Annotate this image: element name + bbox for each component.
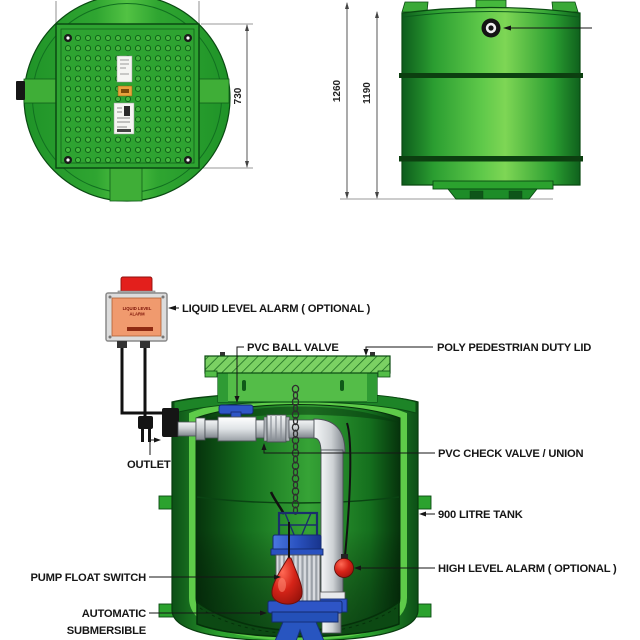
lid-tab-left (23, 78, 58, 104)
inlet-grommet-icon (481, 18, 501, 38)
floor-hatch-marks (199, 607, 397, 634)
label-pvc-ball-valve: PVC BALL VALVE (247, 342, 339, 354)
callouts: LIQUID LEVEL ALARM ( OPTIONAL ) PVC BALL… (30, 303, 617, 637)
label-liquid-level-alarm: LIQUID LEVEL ALARM ( OPTIONAL ) (182, 303, 371, 315)
tank-rib-lower (399, 156, 583, 162)
lid-sticker-yellow (117, 85, 133, 97)
corner-screws (64, 34, 192, 164)
lid-bolt-right (370, 352, 375, 357)
tank-body (401, 6, 581, 186)
liquid-level-alarm-box: LIQUID LEVEL ALARM (105, 276, 168, 442)
pump-power-cable (269, 491, 286, 515)
high-level-alarm-float (334, 554, 354, 578)
dimension-text-1190: 1190 (362, 82, 373, 104)
pipe-flange (195, 417, 206, 441)
alarm-box-brand-line1: LIQUID LEVEL (123, 306, 152, 311)
float-highlight (278, 578, 286, 592)
lid-sticker-upper (116, 55, 133, 83)
pedestrian-lid (204, 352, 391, 378)
dimension-extension-lines (55, 1, 253, 169)
dimension-text-730: 730 (233, 87, 244, 104)
lid-hinge-nub (16, 81, 25, 100)
tank-cutaway-view: LIQUID LEVEL ALARM LIQUID LEVEL ALARM ( … (30, 276, 617, 640)
label-poly-lid: POLY PEDESTRIAN DUTY LID (437, 342, 591, 354)
label-outlet: OUTLET (127, 459, 171, 471)
ball-valve-body (217, 416, 257, 442)
pump-base-flange (271, 611, 339, 623)
alarm-float-cable (344, 422, 352, 557)
label-check-valve: PVC CHECK VALVE / UNION (438, 448, 584, 460)
tank-side-view: 1260 1190 (332, 0, 592, 200)
label-pump-float-switch: PUMP FLOAT SWITCH (30, 572, 146, 584)
tank-base-slab (432, 180, 554, 190)
pump-float-switch-body (271, 557, 303, 605)
cable-gland-left (117, 341, 127, 348)
dimension-text-1260: 1260 (332, 79, 343, 102)
cutaway-rib-tabs (158, 495, 432, 618)
alarm-box-badge (127, 327, 153, 331)
label-high-level-alarm: HIGH LEVEL ALARM ( OPTIONAL ) (438, 563, 617, 575)
cable-gland-right (140, 341, 150, 348)
dim-arrow-bottom (245, 161, 249, 168)
lid-top-view: 730 (16, 0, 253, 202)
lid-lip-right (377, 370, 391, 378)
label-automatic-line2: SUBMERSIBLE (67, 625, 147, 637)
tank-base-plinth (447, 188, 538, 200)
lid-sticker-lower (113, 102, 135, 135)
power-plug-icon (138, 416, 153, 442)
neck-slot-left (242, 380, 246, 391)
wall-pipe-stub (177, 421, 197, 437)
vent-hole-grid (64, 34, 192, 164)
label-900-litre-tank: 900 LITRE TANK (438, 509, 523, 521)
alarm-beacon (120, 276, 153, 294)
pipe-segment-1 (204, 419, 220, 439)
pump-cap-flange (270, 548, 324, 556)
submersible-pump (267, 491, 343, 640)
base-notch-right (508, 190, 523, 200)
alarm-box-brand-line2: ALARM (129, 312, 145, 317)
dim-arrow-top (245, 24, 249, 31)
lid-bolt-left (220, 352, 225, 357)
tank-rib-upper (399, 73, 583, 78)
pump-feet (274, 621, 325, 640)
base-notch-left (469, 190, 484, 200)
lid-tab-bottom (109, 167, 143, 202)
tank-top-seam (402, 11, 580, 18)
alarm-signal-cable (120, 348, 163, 415)
lid-tab-right (197, 78, 230, 104)
outlet-fitting (162, 408, 179, 437)
label-automatic-line1: AUTOMATIC (82, 608, 146, 620)
neck-slot-right (340, 380, 344, 391)
lifting-chain (291, 384, 300, 515)
grommet-leader-arrow (503, 25, 511, 31)
lid-lip-left (204, 370, 218, 378)
